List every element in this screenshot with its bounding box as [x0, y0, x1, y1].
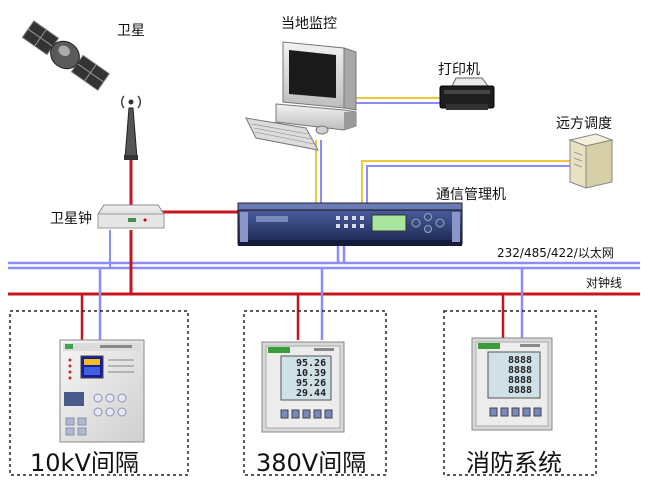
bay-boxes [9, 310, 597, 476]
satellite-clock-label: 卫星钟 [50, 210, 92, 227]
remote-dispatch-label: 远方调度 [556, 116, 612, 132]
printer-label: 打印机 [438, 61, 480, 78]
wiring [8, 97, 640, 340]
satellite-label: 卫星 [117, 23, 145, 39]
fire-system-label: 消防系统 [466, 449, 562, 477]
meter-fire-reading-4: 8888 [508, 385, 532, 396]
meter-380v-reading-3: 95.26 [296, 378, 326, 389]
satellite-icon [21, 20, 110, 91]
meter-fire-reading-3: 8888 [508, 375, 532, 386]
meter-380v-reading-4: 29.44 [296, 388, 326, 399]
satellite-clock-device [97, 204, 165, 229]
power-meter-380v: 95.26 10.39 95.26 29.44 [261, 341, 345, 433]
power-meter-fire: 8888 8888 8888 8888 [471, 337, 553, 431]
server-icon [568, 133, 614, 189]
bay-380v-box [243, 310, 387, 476]
meter-fire-reading-1: 8888 [508, 355, 532, 366]
clock-bus-label: 对钟线 [586, 275, 622, 290]
antenna-icon [120, 95, 142, 160]
remote-manager-line [361, 160, 570, 205]
computer-icon [245, 41, 357, 151]
meter-380v-reading-1: 95.26 [296, 358, 326, 369]
comm-manager-device [237, 202, 463, 246]
meter-380v-reading-2: 10.39 [296, 368, 326, 379]
bay-10kv-label: 10kV间隔 [30, 449, 139, 477]
bay-380v-label: 380V间隔 [256, 449, 366, 477]
network-bus-label: 232/485/422/以太网 [497, 245, 614, 260]
local-monitor-label: 当地监控 [281, 16, 337, 32]
bay-10kv-box [9, 310, 189, 476]
comm-manager-label: 通信管理机 [436, 187, 506, 203]
meter-fire-reading-2: 8888 [508, 365, 532, 376]
printer-icon [439, 77, 495, 110]
fire-system-box [443, 310, 597, 476]
protection-relay-device [59, 339, 145, 443]
